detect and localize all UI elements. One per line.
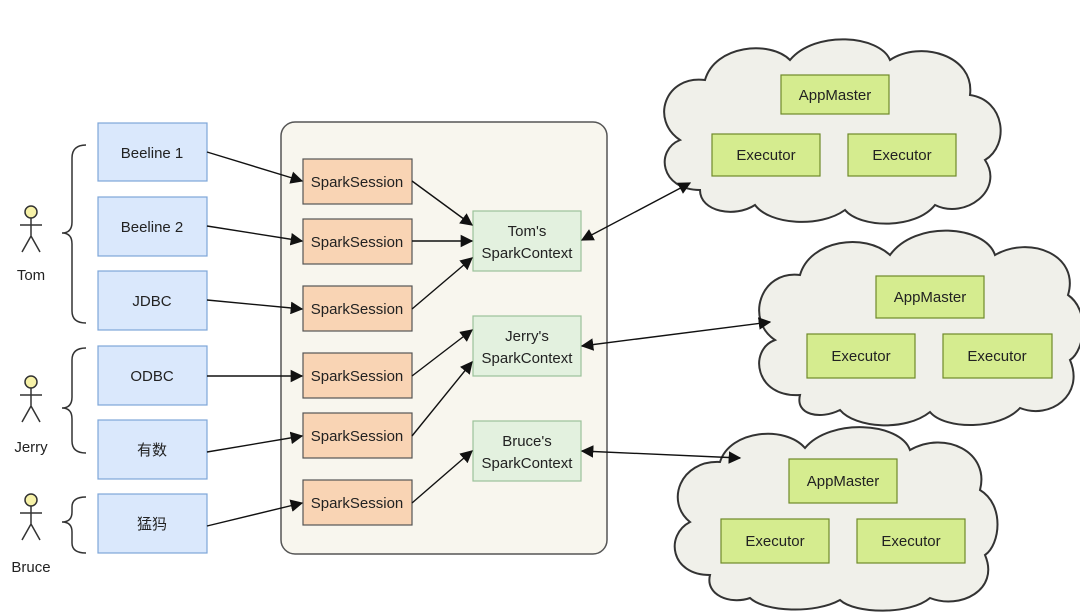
spark-context-bruce-line1: Bruce's <box>502 433 552 450</box>
cluster-1-executor-2: Executor <box>847 133 957 177</box>
arrow-mengma-session6 <box>206 499 304 527</box>
cluster-2-executor-2-label: Executor <box>967 348 1026 365</box>
client-youshu-label: 有数 <box>137 442 167 459</box>
actor-bruce-label: Bruce <box>11 559 50 576</box>
spark-context-tom-line2: SparkContext <box>482 245 574 262</box>
spark-session-3-label: SparkSession <box>311 301 404 318</box>
arrow-beeline2-session2 <box>206 225 304 246</box>
spark-context-bruce: Bruce's SparkContext <box>472 420 582 482</box>
spark-session-4-label: SparkSession <box>311 368 404 385</box>
cluster-cloud-2 <box>758 229 1080 427</box>
arrow-session6-bruce-context <box>411 450 473 504</box>
client-beeline2-label: Beeline 2 <box>121 219 184 236</box>
cluster-3-appmaster: AppMaster <box>788 458 898 504</box>
client-jdbc-label: JDBC <box>132 293 171 310</box>
actor-bruce-head <box>24 493 38 507</box>
cluster-3-appmaster-label: AppMaster <box>807 473 880 490</box>
cluster-cloud-3 <box>673 426 999 612</box>
cluster-2-appmaster-label: AppMaster <box>894 289 967 306</box>
actor-tom: Tom <box>17 205 45 284</box>
cluster-2-appmaster: AppMaster <box>875 275 985 319</box>
arrow-tom-context-cluster1 <box>580 182 692 241</box>
client-mengma-label: 猛犸 <box>137 516 167 533</box>
client-beeline1: Beeline 1 <box>97 122 208 182</box>
brace-jerry <box>61 347 87 454</box>
spark-session-2: SparkSession <box>302 218 413 265</box>
client-mengma: 猛犸 <box>97 493 208 554</box>
client-beeline1-label: Beeline 1 <box>121 145 184 162</box>
spark-context-jerry-line2: SparkContext <box>482 350 574 367</box>
actor-jerry: Jerry <box>14 375 48 456</box>
spark-session-1-label: SparkSession <box>311 174 404 191</box>
arrow-session1-tom-context <box>411 180 474 226</box>
cluster-2-executor-1: Executor <box>806 333 916 379</box>
arrow-beeline1-session1 <box>206 151 304 184</box>
cluster-2-executor-2: Executor <box>942 333 1053 379</box>
client-beeline2: Beeline 2 <box>97 196 208 257</box>
spark-session-5: SparkSession <box>302 412 413 459</box>
arrow-bruce-context-cluster3 <box>580 445 742 464</box>
cluster-1-executor-1: Executor <box>711 133 821 177</box>
actor-tom-head <box>24 205 38 219</box>
cluster-1-appmaster-label: AppMaster <box>799 87 872 104</box>
spark-session-3: SparkSession <box>302 285 413 332</box>
spark-session-5-label: SparkSession <box>311 428 404 445</box>
cluster-2-executor-1-label: Executor <box>831 348 890 365</box>
spark-context-jerry: Jerry's SparkContext <box>472 315 582 377</box>
arrow-youshu-session5 <box>206 431 304 453</box>
cluster-3-executor-2: Executor <box>856 518 966 564</box>
arrow-session4-jerry-context <box>411 329 473 377</box>
arrow-session5-jerry-context <box>411 361 473 437</box>
actor-bruce: Bruce <box>11 493 51 576</box>
cluster-cloud-1 <box>663 38 1002 225</box>
cluster-1-executor-2-label: Executor <box>872 147 931 164</box>
actor-jerry-head <box>24 375 38 389</box>
cluster-3-executor-1-label: Executor <box>745 533 804 550</box>
spark-context-tom: Tom's SparkContext <box>472 210 582 272</box>
spark-session-4: SparkSession <box>302 352 413 399</box>
cluster-1-executor-1-label: Executor <box>736 147 795 164</box>
cluster-3-executor-1: Executor <box>720 518 830 564</box>
spark-session-6-label: SparkSession <box>311 495 404 512</box>
arrow-jerry-context-cluster2 <box>580 317 772 351</box>
brace-bruce <box>61 496 87 554</box>
arrow-session3-tom-context <box>411 257 473 310</box>
cluster-1-appmaster: AppMaster <box>780 74 890 115</box>
actor-bruce-body <box>20 506 42 541</box>
arrow-jdbc-session3 <box>206 299 304 315</box>
connector-arrows <box>206 151 772 527</box>
spark-session-2-label: SparkSession <box>311 234 404 251</box>
client-odbc-label: ODBC <box>130 368 174 385</box>
client-youshu: 有数 <box>97 419 208 480</box>
actor-tom-label: Tom <box>17 267 45 284</box>
spark-context-bruce-line2: SparkContext <box>482 455 574 472</box>
brace-tom <box>61 144 87 324</box>
spark-context-tom-line1: Tom's <box>508 223 547 240</box>
spark-context-jerry-line1: Jerry's <box>505 328 549 345</box>
cluster-3-executor-2-label: Executor <box>881 533 940 550</box>
client-odbc: ODBC <box>97 345 208 406</box>
spark-session-1: SparkSession <box>302 158 413 205</box>
actor-jerry-body <box>20 388 42 423</box>
actor-jerry-label: Jerry <box>14 439 48 456</box>
spark-session-6: SparkSession <box>302 479 413 526</box>
actor-tom-body <box>20 218 42 253</box>
client-jdbc: JDBC <box>97 270 208 331</box>
